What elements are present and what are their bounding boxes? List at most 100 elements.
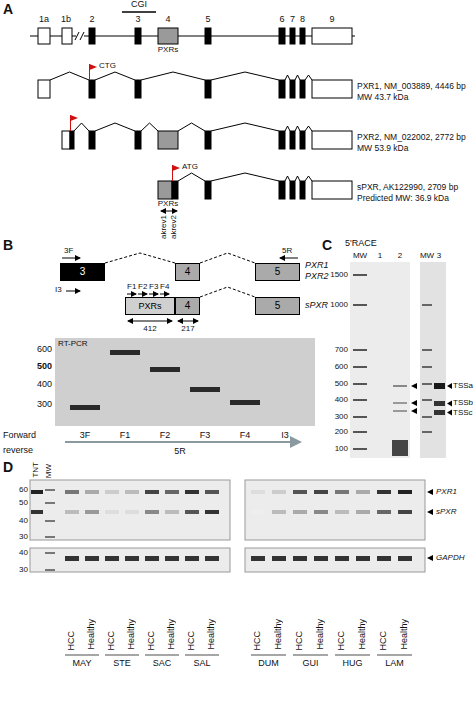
text-label: PXR1 [305,261,329,270]
transcript-pxr2-part [71,115,79,121]
text-label: 5R [282,247,292,255]
text-label: 3 [135,15,140,24]
transcript-pxr1-part [141,72,205,80]
transcript-spxr-part [290,181,295,199]
western-blot-part [65,556,79,561]
text-label: 30 [19,566,28,574]
western-blot-part [293,490,307,494]
race-gel-part [353,304,367,306]
western-blot-part [245,548,425,572]
western-blot-part [377,556,391,561]
lane-label: Healthy [207,619,216,650]
lane-label: HCC [295,631,304,651]
text-label: 1a [39,15,49,24]
rt-pcr-gel [55,338,315,442]
transcript-pxr2-part [74,123,89,131]
western-blot-part [31,510,43,514]
null-part-part [335,654,370,656]
text-label: 2 [89,15,94,24]
lane-label: Healthy [274,619,283,650]
western-blot-part [185,510,199,514]
text-label: 3F [80,431,91,440]
text-label: 3F [64,247,73,255]
race-gel-part [393,402,407,404]
transcript-spxr-part [305,176,312,181]
western-blot-part [85,490,99,494]
text-label: PXR1 [436,488,457,496]
transcript-spxr-part [178,173,205,181]
western-blot-part [65,490,79,494]
primer-arrows-part [138,294,147,295]
panel-letter: B [3,238,13,252]
rt-pcr-gel-part [55,338,315,426]
primer-arrows-part [128,321,172,322]
transcript-pxr2-part [305,126,312,131]
race-gel-part [447,410,452,416]
transcript-pxr2-part [158,131,178,149]
text-label: HUG [343,659,363,668]
text-label: PXR2 [305,272,329,281]
race-gel-part [422,431,432,433]
race-gel-part [422,366,432,368]
text-label: TSSb [453,399,473,407]
rt-pcr-gel-part [190,387,220,392]
lane-label: HCC [187,631,196,651]
gene-structure-part [312,28,352,44]
western-blot-part [335,556,349,561]
western-blot-part [45,520,55,522]
text-label: ATG [182,163,198,171]
text-label: 7 [290,15,295,24]
text-label: reverse [3,446,33,455]
race-gel-part [353,416,367,418]
western-blot-part [293,556,307,561]
race-gel-part [422,383,432,385]
null-part-part [293,654,328,656]
transcript-spxr-part [295,176,300,181]
primer-arrows-part [178,321,198,322]
western-blot-part [398,490,412,494]
race-gel-part [420,262,446,458]
text-label: F3 [149,283,158,291]
gene-structure-part [62,28,72,44]
null-part-part [251,654,286,656]
null-part [65,654,412,656]
transcript-pxr1-part [312,80,352,98]
text-label: MW [420,252,434,260]
race-gel-part [353,349,367,351]
panel-letter: A [3,2,13,16]
transcript-pxr2-part [89,131,95,149]
text-label: 300 [37,400,52,409]
western-blot-part [251,510,265,514]
text-label: F2 [160,431,171,440]
exon-box: PXRs [125,297,175,315]
lane-label: Healthy [316,619,325,650]
text-label: PXRs [158,200,178,208]
text-label: 500 [335,380,348,388]
lane-label: akrev1 [160,215,168,239]
lane-label: Healthy [358,619,367,650]
transcript-pxr2-part [70,131,74,149]
lane-label: Healthy [87,619,96,650]
text-label: 4 [165,15,170,24]
text-label: GUI [302,659,318,668]
text-label: 1 [378,252,382,260]
race-gel-part [392,440,408,456]
primer-arrows-part [66,291,80,292]
western-blot-part [205,490,219,494]
text-label: 6 [279,15,284,24]
race-gel-part [422,416,432,418]
text-label: GAPDH [436,554,464,562]
null-part-part [377,654,412,656]
text-label: TSSc [453,409,473,417]
race-gel-part [350,262,410,458]
western-blot-part [85,556,99,561]
western-blot-part [185,490,199,494]
transcript-pxr1-part [279,80,285,98]
gene-structure [30,12,355,44]
transcript-pxr1-part [90,64,98,70]
western-blot-part [251,556,265,561]
transcript-pxr1-part [135,80,141,98]
transcript-pxr1-part [285,75,290,80]
text-label: DUM [258,659,279,668]
